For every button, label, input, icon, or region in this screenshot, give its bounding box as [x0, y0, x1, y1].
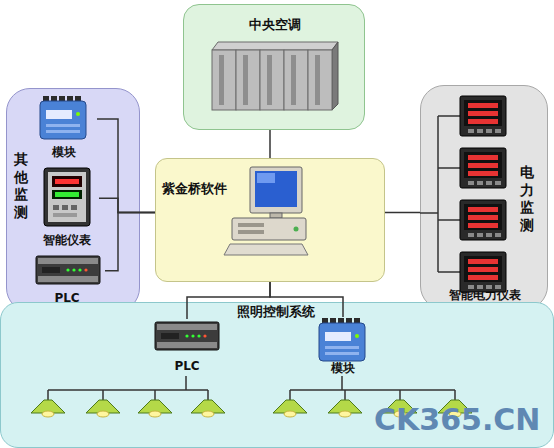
illustration-layer — [460, 200, 506, 240]
smart-instrument-illustration — [55, 192, 79, 197]
smart-instrument-illustration — [71, 205, 77, 210]
device-box: 模块 — [311, 317, 375, 377]
illustration-layer — [319, 318, 365, 361]
node-label: 智能电力仪表 — [423, 288, 547, 303]
smart-instrument-illustration — [53, 213, 77, 217]
connector-line — [270, 282, 343, 317]
air-conditioner-illustration — [236, 50, 260, 110]
node-label: 模块 — [311, 361, 375, 376]
device-box: 智能仪表 — [35, 166, 99, 251]
node-label: 模块 — [31, 145, 97, 160]
device-box: PLC — [156, 319, 218, 377]
connector-line — [385, 212, 420, 214]
air-conditioner-illustration — [212, 50, 236, 110]
air-conditioner-illustration — [219, 55, 224, 105]
device-box: 模块 — [31, 93, 97, 163]
lamp-bus-wire — [290, 389, 455, 391]
watermark: CK365.CN — [374, 402, 540, 437]
computer-illustration — [238, 230, 264, 234]
illustration-layer — [86, 390, 120, 417]
computer-illustration — [270, 213, 282, 218]
air-conditioner-illustration — [260, 50, 284, 110]
node-label: 其他监测 — [13, 151, 29, 221]
computer-illustration — [294, 227, 299, 232]
illustration-layer — [31, 390, 65, 417]
meter-bus-wire — [438, 115, 460, 117]
lamp-bus-wire — [48, 376, 455, 390]
air-conditioner-illustration — [243, 55, 248, 105]
lamp-bus-wire — [185, 376, 187, 390]
smart-instrument-illustration — [44, 168, 90, 226]
computer-illustration — [232, 218, 306, 240]
software-box: 紫金桥软件 — [155, 158, 385, 282]
illustration-layer — [273, 390, 307, 417]
air-conditioner-illustration — [212, 42, 338, 50]
air-conditioner-illustration — [308, 50, 332, 110]
lamp-bus-wire — [48, 389, 208, 391]
air-conditioner-illustration — [267, 55, 272, 105]
illustration-layer — [138, 390, 172, 417]
smart-instrument-illustration — [48, 172, 86, 222]
smart-instrument-illustration — [53, 205, 59, 210]
smart-instrument-illustration — [55, 179, 79, 184]
device-box: PLC — [29, 253, 105, 307]
air-conditioner-illustration — [291, 55, 296, 105]
illustration-layer — [328, 390, 362, 417]
connector-line — [97, 119, 155, 213]
meter-bus-wire — [438, 271, 460, 273]
group-box: 电力监测智能电力仪表 — [420, 85, 548, 310]
node-label: 智能仪表 — [35, 233, 99, 248]
node-label: 中央空调 — [184, 17, 366, 33]
computer-illustration — [238, 223, 264, 227]
illustration-layer — [36, 256, 100, 284]
meter-bus-wire — [420, 116, 460, 272]
illustration-layer — [40, 96, 86, 139]
meter-bus-wire — [437, 116, 439, 272]
air-conditioner-illustration — [332, 42, 338, 110]
connector-line — [269, 130, 271, 158]
computer-illustration — [224, 244, 308, 255]
smart-instrument-illustration — [52, 190, 82, 199]
air-conditioner-illustration — [284, 50, 308, 110]
computer-illustration — [250, 167, 302, 213]
smart-instrument-illustration — [52, 176, 82, 187]
meter-bus-wire — [438, 167, 460, 169]
illustration-layer — [460, 96, 506, 136]
node-label: 紫金桥软件 — [162, 181, 252, 197]
connector-line — [187, 282, 270, 319]
smart-instrument-illustration — [44, 168, 90, 226]
system-box: 中央空调 — [183, 4, 365, 130]
illustration-layer — [460, 252, 506, 292]
illustration-layer — [155, 322, 219, 350]
computer-illustration — [255, 171, 297, 207]
air-conditioner-illustration — [212, 42, 338, 110]
node-label: PLC — [156, 359, 218, 374]
node-label: 照明控制系统 — [196, 304, 356, 320]
illustration-layer — [191, 390, 225, 417]
connector-line — [99, 198, 155, 212]
computer-illustration — [257, 173, 275, 183]
illustration-layer — [460, 148, 506, 188]
connector-line — [105, 213, 155, 271]
group-box: 其他监测模块智能仪表 PLC — [6, 88, 140, 312]
meter-bus-wire — [438, 219, 460, 221]
air-conditioner-illustration — [315, 55, 320, 105]
lamp-bus-wire — [341, 376, 343, 390]
smart-instrument-illustration — [62, 205, 68, 210]
meter-bus-wire — [420, 212, 438, 214]
computer-illustration — [224, 167, 308, 255]
node-label: 电力监测 — [519, 164, 535, 234]
